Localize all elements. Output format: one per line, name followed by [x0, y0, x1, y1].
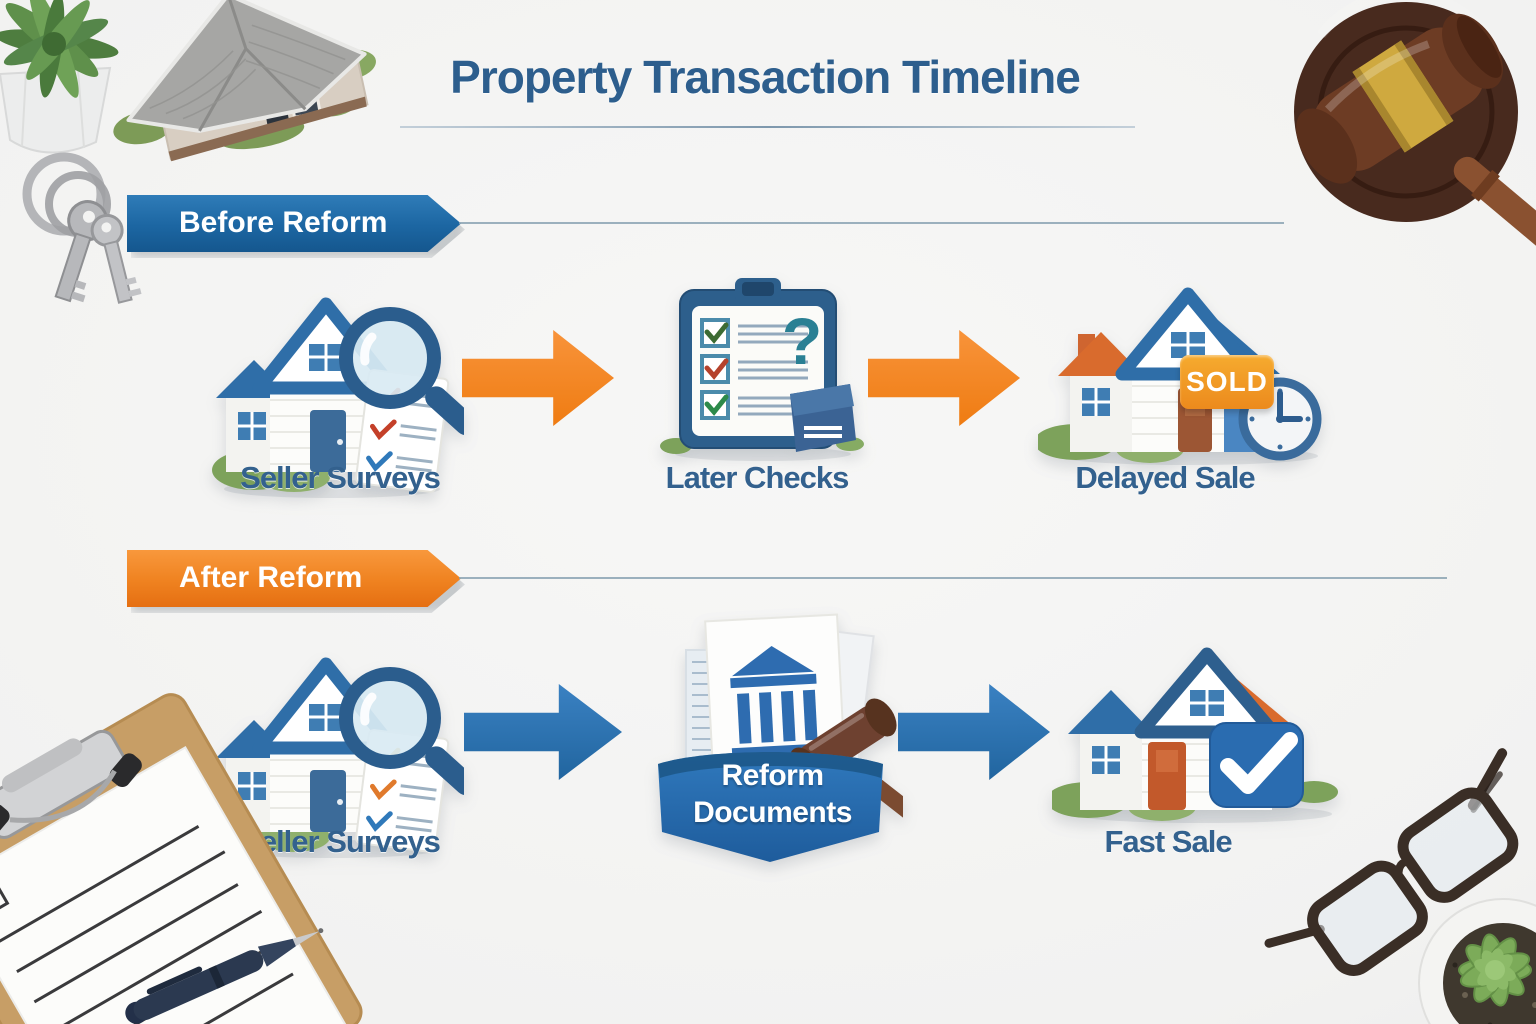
checkbox-row: [700, 318, 808, 348]
checkbox-row: [700, 390, 808, 420]
succulent-plant-photo: [1418, 898, 1536, 1024]
step-label-seller-surveys: Seller Surveys: [240, 460, 441, 495]
house-keys-photo: [22, 152, 142, 304]
step-label-later-checks: Later Checks: [665, 460, 850, 495]
gavel-photo: [1294, 0, 1536, 280]
page-title: Property Transaction Timeline: [450, 51, 1081, 103]
potted-plant-photo: [0, 0, 119, 154]
before-section-line: [459, 222, 1284, 224]
delayed-sale-house-icon: [1038, 287, 1322, 465]
clipboard-with-paper-photo: [0, 693, 363, 1024]
question-mark-glyph: ?: [781, 304, 823, 378]
pen-photo: [125, 928, 324, 1024]
house-survey-icon: [212, 297, 464, 498]
step-label-seller-surveys: Seller Surveys: [240, 824, 441, 859]
step-label-fast-sale: Fast Sale: [1104, 824, 1232, 859]
checkbox-row: [700, 354, 808, 384]
magnifier-icon: [339, 667, 464, 796]
document-pouch-icon: [790, 384, 856, 452]
banner-after-reform: After Reform: [127, 550, 461, 607]
checkmark-badge-icon: [1209, 722, 1304, 808]
sold-badge: SOLD: [1180, 355, 1274, 409]
banner-before-reform: Before Reform: [127, 195, 461, 252]
eyeglasses-photo: [1264, 748, 1519, 976]
reform-box-label: Reform Documents: [655, 757, 890, 831]
arrow-right-icon: [464, 684, 622, 780]
title-underline: [400, 126, 1135, 128]
fast-sale-house-icon: [1052, 647, 1338, 823]
arrow-right-icon: [898, 684, 1050, 780]
banner-after-label: After Reform: [179, 561, 363, 594]
arrow-right-icon: [462, 330, 614, 426]
step-label-delayed-sale: Delayed Sale: [1075, 460, 1255, 495]
reform-box-line2: Documents: [693, 796, 852, 829]
later-checks-clipboard-icon: [660, 278, 864, 461]
banner-before-label: Before Reform: [179, 206, 388, 239]
arrow-right-icon: [868, 330, 1020, 426]
magnifier-icon: [339, 307, 464, 436]
reform-box-line1: Reform: [721, 759, 824, 792]
reform-box: [658, 752, 883, 862]
miniature-house-model-photo: [113, 0, 376, 162]
after-section-line: [459, 577, 1447, 579]
reform-documents-icon: [658, 613, 903, 862]
